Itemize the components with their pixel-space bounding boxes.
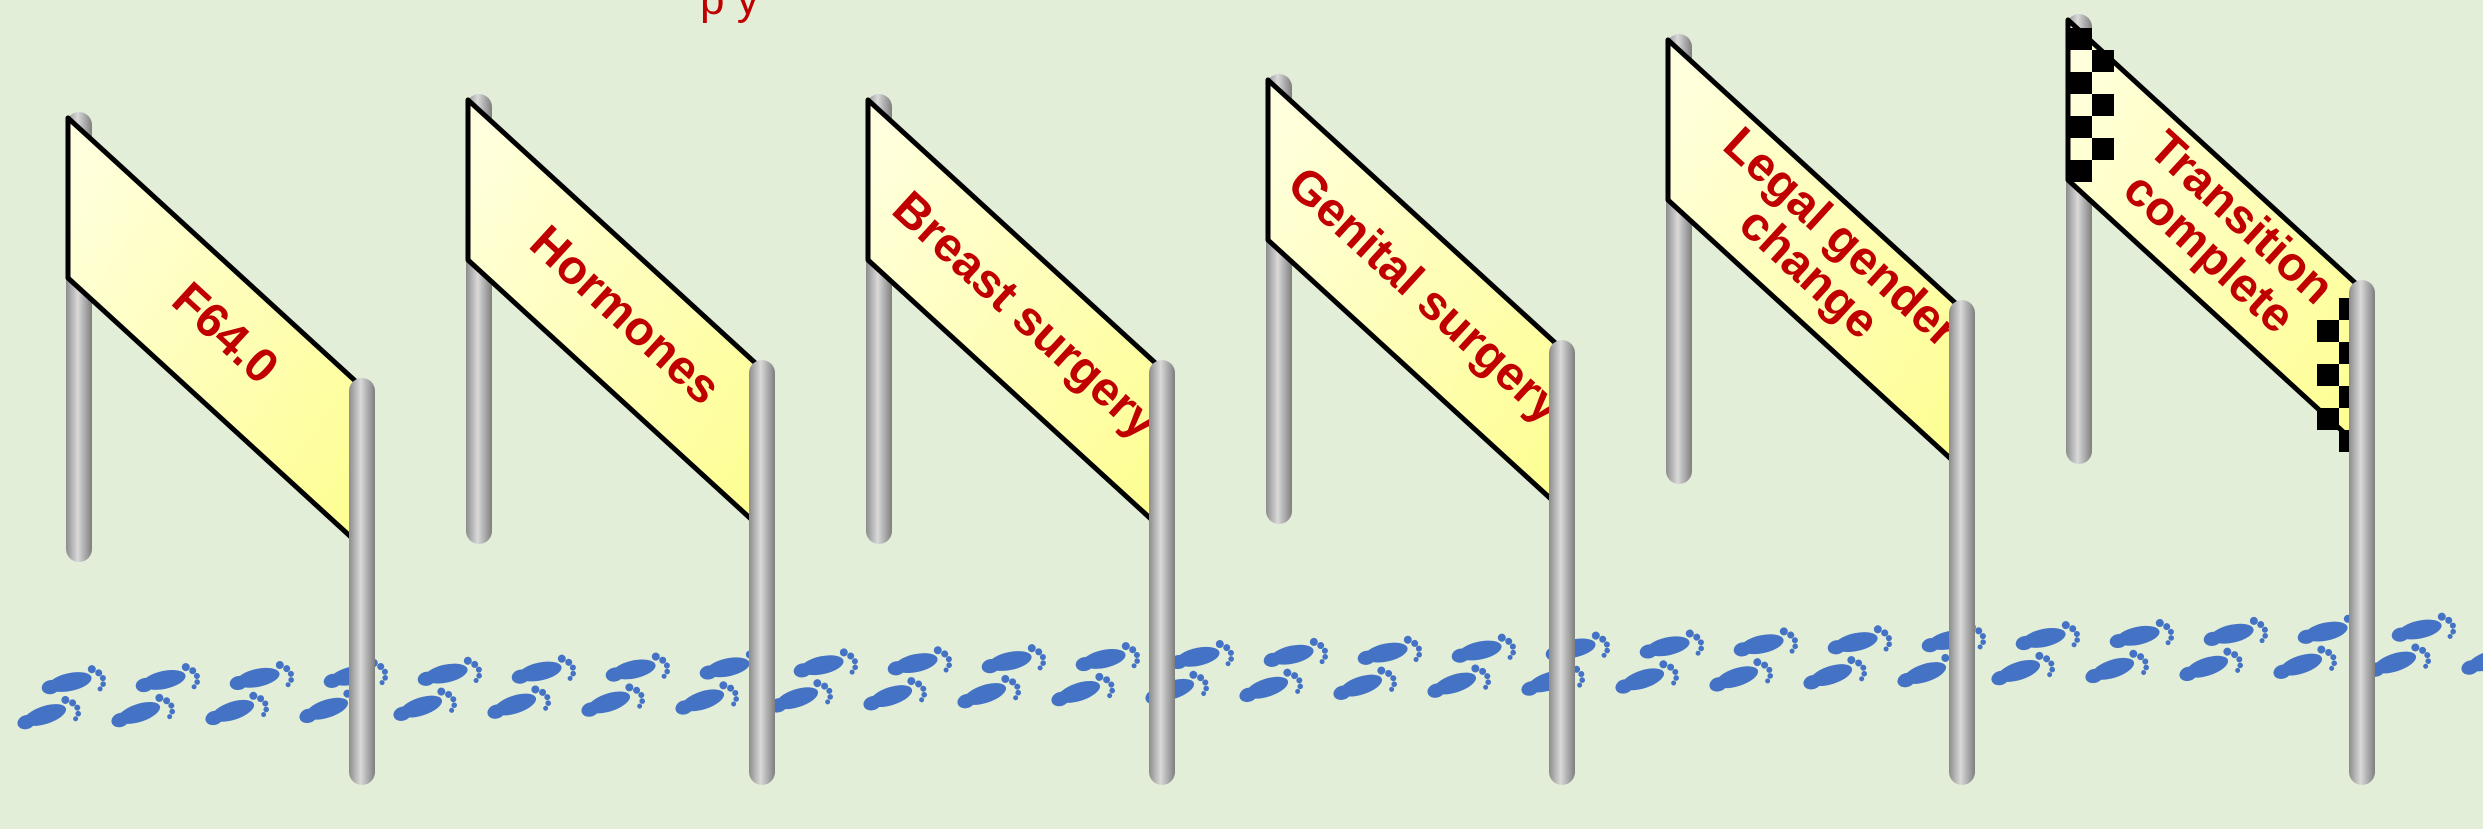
footprint-icon	[1333, 666, 1398, 700]
footprint-icon	[393, 687, 458, 721]
footprint-icon	[2203, 616, 2268, 646]
footprint-icon	[487, 685, 552, 719]
footprint-icon	[863, 677, 928, 711]
footprint-icon	[2085, 649, 2150, 684]
signboard: Hormones	[465, 97, 766, 533]
signboard: Genital surgery	[1265, 77, 1573, 513]
footprint-icon	[675, 681, 740, 715]
signboard: Breast surgery	[865, 97, 1168, 533]
footprint-icon	[511, 654, 576, 684]
footprint-icon	[1827, 625, 1892, 655]
front-pole	[2349, 280, 2375, 785]
footprint-icon	[1803, 656, 1868, 690]
milestone-label: Genital surgery	[1277, 157, 1573, 434]
footprint-icon	[769, 679, 834, 713]
footprint-icon	[2179, 647, 2244, 682]
front-pole	[749, 360, 775, 785]
footprint-icon	[1051, 672, 1116, 707]
footprint-icon	[2391, 612, 2456, 642]
signboard: Transitioncomplete	[2065, 17, 2366, 453]
footprint-icon	[2015, 621, 2080, 651]
front-pole	[1949, 300, 1975, 785]
footprint-icon	[1239, 668, 1304, 703]
footprint-icon	[887, 646, 952, 676]
footprint-icon	[205, 691, 270, 726]
footprint-icon	[1615, 660, 1680, 694]
footprint-icon	[1263, 637, 1328, 667]
signboard: Legal genderchange	[1665, 37, 1969, 473]
footprint-icon	[1709, 658, 1774, 692]
front-pole	[1549, 340, 1575, 785]
signboard: F64.0	[65, 115, 366, 551]
footprint-icon	[41, 665, 106, 695]
front-pole	[1149, 360, 1175, 785]
footprint-icon	[2109, 618, 2174, 649]
footprint-icon	[1639, 629, 1704, 659]
title-fragment: p y	[700, 0, 759, 24]
footprint-icon	[417, 656, 482, 686]
footprint-icon	[229, 660, 294, 691]
footprint-icon	[17, 695, 82, 730]
front-pole	[349, 378, 375, 785]
footprint-icon	[1075, 642, 1140, 672]
footprint-icon	[793, 648, 858, 678]
footprint-icon	[1427, 664, 1492, 698]
footprint-icon	[981, 644, 1046, 674]
footprint-icon	[2461, 649, 2483, 675]
footprint-icon	[2367, 643, 2432, 677]
footprint-icon	[2273, 645, 2338, 679]
footprint-icon	[1169, 639, 1234, 670]
footprint-icon	[1357, 635, 1422, 665]
footprint-icon	[135, 663, 200, 693]
footprint-icon	[957, 674, 1022, 709]
footprint-icon	[111, 693, 176, 728]
footprint-icon	[1991, 651, 2056, 686]
footprint-trail	[17, 612, 2483, 730]
footprint-icon	[1451, 633, 1516, 663]
footprint-icon	[581, 683, 646, 717]
footprint-icon	[605, 652, 670, 682]
footprint-icon	[1733, 627, 1798, 657]
